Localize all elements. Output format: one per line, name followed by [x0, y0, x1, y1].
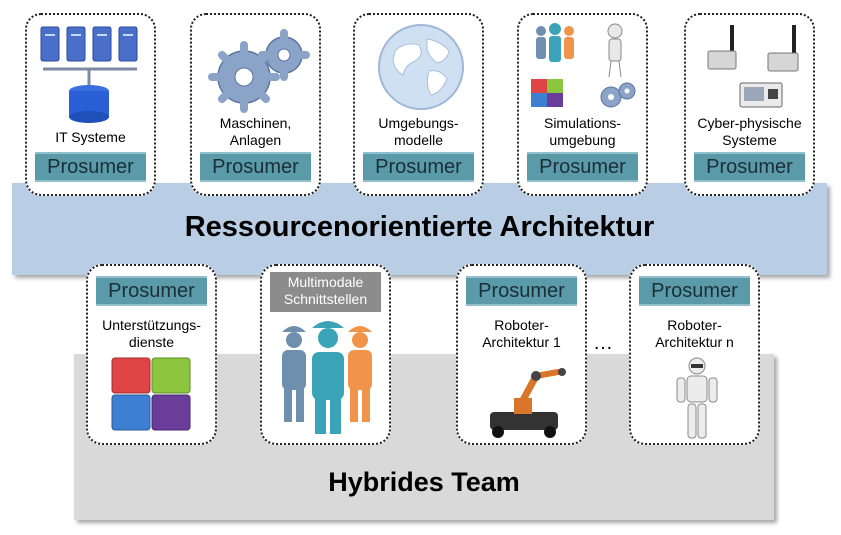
card-cyber-physical: Cyber-physische Systeme Prosumer: [684, 13, 815, 196]
card-label: Unterstützungs- dienste: [102, 317, 201, 350]
prosumer-tag: Prosumer: [96, 276, 207, 306]
card-label: Umgebungs- modelle: [378, 115, 459, 148]
card-robot-architecture-n: Prosumer Roboter- Architektur n: [629, 264, 760, 445]
card-robot-architecture-1: Prosumer Roboter- Architektur 1: [456, 264, 587, 445]
card-label: Roboter- Architektur 1: [482, 317, 561, 350]
card-multimodal-interfaces: Multimodale Schnittstellen: [260, 264, 391, 445]
tiles-icon: [111, 357, 191, 431]
prosumer-tag: Prosumer: [694, 152, 805, 182]
band-title-architecture: Ressourcenorientierte Architektur: [184, 211, 655, 243]
card-it-systems: IT Systeme Prosumer: [25, 13, 156, 196]
prosumer-tag: Prosumer: [363, 152, 474, 182]
card-label: Cyber-physische Systeme: [697, 115, 802, 148]
prosumer-tag: Prosumer: [200, 152, 311, 182]
card-label: Simulations- umgebung: [543, 115, 622, 148]
sensor-device-icon: [707, 25, 799, 108]
gears-icon: [208, 29, 310, 113]
simulation-icon: [531, 23, 636, 108]
card-label: Maschinen, Anlagen: [219, 115, 292, 148]
band-title-hybrid-team: Hybrides Team: [328, 467, 520, 497]
prosumer-tag: Prosumer: [527, 152, 638, 182]
card-environment-models: Umgebungs- modelle Prosumer: [353, 13, 484, 196]
server-rack-icon: [40, 26, 138, 123]
workers-icon: [282, 321, 372, 434]
multimodal-header: Multimodale Schnittstellen: [270, 272, 381, 312]
prosumer-tag: Prosumer: [639, 276, 750, 306]
robot-arm-icon: [490, 368, 566, 438]
prosumer-tag: Prosumer: [35, 152, 146, 182]
resource-oriented-architecture-band: Ressourcenorientierte Architektur: [12, 183, 827, 275]
globe-icon: [378, 24, 464, 110]
card-label: Roboter- Architektur n: [655, 317, 734, 350]
card-machines: Maschinen, Anlagen Prosumer: [190, 13, 321, 196]
more-robot-architectures-ellipsis: …: [593, 332, 615, 354]
card-label: IT Systeme: [55, 129, 126, 145]
card-support-services: Prosumer Unterstützungs- dienste: [86, 264, 217, 445]
prosumer-tag: Prosumer: [466, 276, 577, 306]
card-simulation: Simulations- umgebung Prosumer: [517, 13, 648, 196]
humanoid-robot-icon: [676, 357, 718, 439]
